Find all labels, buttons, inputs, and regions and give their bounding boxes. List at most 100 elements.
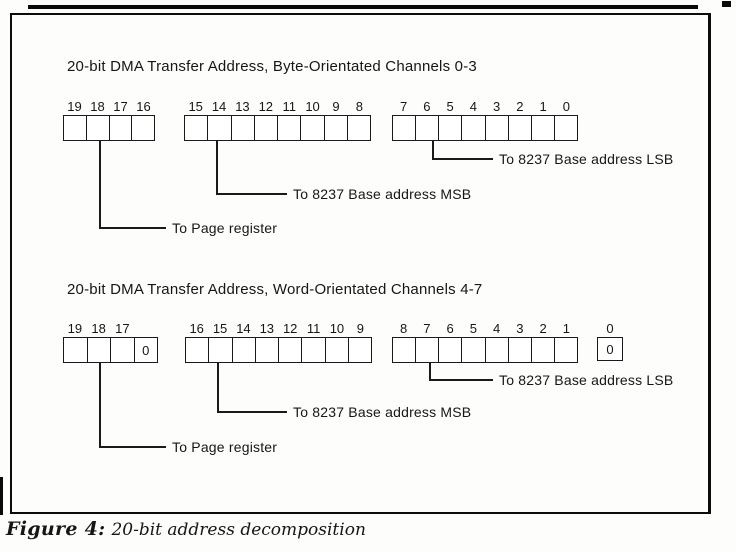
bit-label: 12 bbox=[282, 321, 298, 336]
bit-label: 2 bbox=[539, 321, 547, 336]
bit-label: 0 bbox=[606, 321, 614, 336]
bit-label: 13 bbox=[259, 321, 275, 336]
figure-caption-label: Figure 4: bbox=[6, 518, 106, 540]
bit-label: 16 bbox=[189, 321, 204, 336]
section1-title: 20-bit DMA Transfer Address, Byte-Orient… bbox=[67, 58, 477, 75]
bit-cell bbox=[300, 116, 323, 140]
bit-cell bbox=[231, 338, 255, 362]
bit-label: 19 bbox=[67, 321, 83, 336]
bit-cell bbox=[347, 338, 371, 362]
bit-cells: 0 bbox=[597, 337, 623, 361]
bit-labels: 7 6 5 4 3 2 1 0 bbox=[392, 99, 578, 115]
bit-cell-zero: 0 bbox=[133, 338, 158, 362]
section2-lsb-leader-horizontal bbox=[429, 379, 493, 381]
bit-cell bbox=[253, 116, 277, 140]
section1-msb-leader-horizontal bbox=[216, 193, 287, 195]
bit-cell bbox=[277, 116, 300, 140]
bit-cell bbox=[324, 338, 348, 362]
bit-labels: 19 18 17 16 bbox=[63, 99, 155, 115]
bit-cells bbox=[392, 337, 578, 363]
section2-group-msb-bits: 16 15 14 13 12 11 10 9 bbox=[185, 321, 372, 363]
section1-page-callout: To Page register bbox=[172, 220, 278, 236]
bit-cell bbox=[254, 338, 278, 362]
bit-cell bbox=[461, 338, 484, 362]
section2-lsb-callout: To 8237 Base address LSB bbox=[499, 372, 674, 388]
bit-cell bbox=[86, 338, 111, 362]
scan-artifact-top-bar bbox=[28, 5, 698, 9]
bit-label: 3 bbox=[493, 99, 501, 114]
bit-cell bbox=[64, 116, 86, 140]
bit-label: 6 bbox=[423, 99, 431, 114]
section2-group-bit0: 0 0 bbox=[597, 321, 623, 361]
section2-msb-leader-vertical bbox=[217, 363, 219, 413]
bit-labels: 0 bbox=[597, 321, 623, 337]
bit-cell bbox=[553, 338, 577, 362]
bit-cell-zero: 0 bbox=[606, 341, 614, 357]
bit-label: 1 bbox=[539, 99, 547, 114]
bit-cell bbox=[278, 338, 301, 362]
bit-cells bbox=[185, 337, 372, 363]
bit-label: 11 bbox=[306, 321, 321, 336]
bit-label: 14 bbox=[236, 321, 251, 336]
bit-cell bbox=[64, 338, 87, 362]
bit-cell bbox=[415, 338, 438, 362]
bit-cell bbox=[108, 116, 132, 140]
figure-border bbox=[10, 13, 711, 514]
bit-label: 15 bbox=[188, 99, 203, 114]
section2-group-lsb-bits: 8 7 6 5 4 3 2 1 bbox=[392, 321, 578, 363]
bit-label: 10 bbox=[305, 99, 320, 114]
bit-cells bbox=[392, 115, 578, 141]
bit-label: 7 bbox=[400, 99, 408, 114]
bit-cell bbox=[507, 338, 531, 362]
bit-label: 13 bbox=[235, 99, 250, 114]
bit-label: 5 bbox=[446, 99, 454, 114]
section1-group-lsb-bits: 7 6 5 4 3 2 1 0 bbox=[392, 99, 578, 141]
bit-cells bbox=[63, 115, 155, 141]
bit-label: 12 bbox=[258, 99, 274, 114]
bit-cell bbox=[301, 338, 324, 362]
bit-label: 18 bbox=[90, 99, 105, 114]
bit-label: 3 bbox=[516, 321, 524, 336]
bit-cell bbox=[131, 116, 154, 140]
bit-cell bbox=[530, 116, 554, 140]
bit-label: 10 bbox=[329, 321, 345, 336]
bit-cell bbox=[438, 338, 461, 362]
bit-cell bbox=[346, 116, 370, 140]
section1-lsb-callout: To 8237 Base address LSB bbox=[499, 151, 674, 167]
bit-label: 18 bbox=[91, 321, 106, 336]
bit-cell bbox=[110, 338, 134, 362]
bit-cell bbox=[393, 338, 415, 362]
section1-msb-leader-vertical bbox=[216, 141, 218, 195]
section2-page-leader-horizontal bbox=[99, 446, 166, 448]
bit-cells: 0 bbox=[63, 337, 158, 363]
bit-cell bbox=[415, 116, 438, 140]
bit-label: 6 bbox=[446, 321, 454, 336]
bit-label: 9 bbox=[332, 99, 340, 114]
bit-cell bbox=[484, 338, 508, 362]
section1-group-page-bits: 19 18 17 16 bbox=[63, 99, 155, 141]
bit-cell bbox=[484, 116, 508, 140]
bit-label bbox=[134, 321, 158, 337]
bit-cell bbox=[230, 116, 254, 140]
bit-label: 2 bbox=[516, 99, 524, 114]
bit-label: 15 bbox=[212, 321, 228, 336]
bit-cell bbox=[207, 116, 230, 140]
bit-label: 17 bbox=[115, 321, 130, 336]
bit-cell bbox=[393, 116, 415, 140]
bit-labels: 16 15 14 13 12 11 10 9 bbox=[185, 321, 372, 337]
bit-cell bbox=[85, 116, 109, 140]
bit-label: 11 bbox=[282, 99, 296, 114]
section2-page-leader-vertical bbox=[99, 363, 101, 448]
section1-msb-callout: To 8237 Base address MSB bbox=[293, 186, 472, 202]
section1-lsb-leader-horizontal bbox=[432, 158, 493, 160]
bit-label: 1 bbox=[562, 321, 570, 336]
bit-label: 16 bbox=[136, 99, 151, 114]
section2-msb-callout: To 8237 Base address MSB bbox=[293, 404, 472, 420]
scan-artifact-left-edge bbox=[0, 477, 3, 515]
bit-label: 8 bbox=[355, 99, 363, 114]
bit-labels: 15 14 13 12 11 10 9 8 bbox=[184, 99, 371, 115]
bit-cell bbox=[186, 338, 208, 362]
bit-cell bbox=[185, 116, 207, 140]
section1-group-msb-bits: 15 14 13 12 11 10 9 8 bbox=[184, 99, 371, 141]
